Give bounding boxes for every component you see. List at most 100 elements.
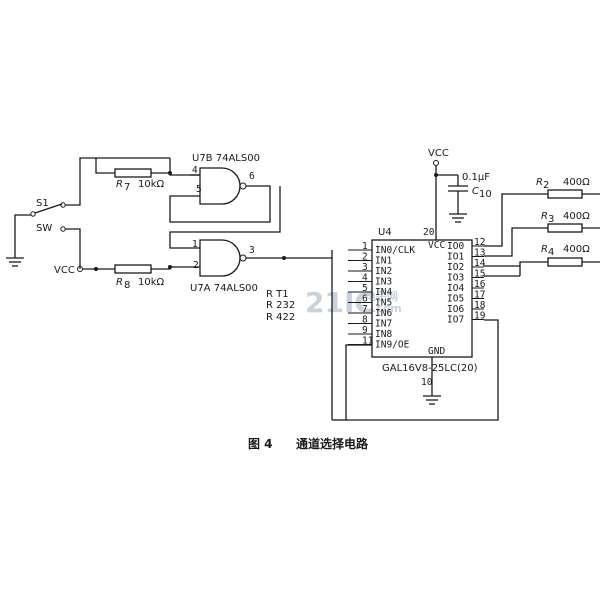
wire-io0 [484, 193, 548, 247]
vcc-left-label: VCC [54, 265, 75, 276]
cap-ref: C [472, 186, 479, 197]
switch-ref: S1 [36, 198, 49, 209]
cap-sub: 10 [479, 189, 492, 200]
u7a-pin1: 1 [192, 239, 198, 250]
u4-pin-number: 15 [474, 269, 485, 280]
u4-gnd-pin: 10 [421, 377, 433, 388]
u4-pin-name: IN8 [375, 329, 392, 340]
wire-to-r7 [95, 158, 115, 174]
u4-pin-left: 3 IN2 [348, 262, 392, 277]
switch-common [30, 211, 36, 217]
u4-pin-name: IO4 [447, 283, 464, 294]
u7b-name: U7B 74ALS00 [192, 153, 260, 164]
u7b-pin4: 4 [192, 165, 198, 176]
u7b-pin5: 5 [196, 184, 202, 195]
u4-pin-name: IO5 [447, 294, 464, 305]
switch-s1: S1 SW [14, 198, 66, 258]
signal-rt1: R T1 [266, 289, 289, 300]
wire-u7a-feedback [169, 186, 281, 249]
u4-pin-right: IO6 18 [447, 300, 486, 315]
u4-pin-number: 1 [362, 241, 368, 252]
u7b-pin6: 6 [249, 171, 255, 182]
u4-pin-name: IN9/OE [375, 340, 410, 351]
u4-pin-number: 6 [362, 294, 368, 305]
wire-io1 [484, 227, 548, 257]
u4-part: GAL16V8-25LC(20) [382, 363, 478, 374]
nand-gate-u7b: U7B 74ALS00 4 5 6 [192, 153, 260, 205]
vcc-top-terminal [433, 160, 439, 166]
switch-label: SW [36, 223, 52, 234]
u4-pin-name: IO7 [447, 315, 464, 326]
junction-u7a-out [282, 256, 286, 260]
wire-switch-bottom [65, 228, 81, 269]
r4-sub: 4 [548, 247, 554, 258]
u4-pin-number: 7 [362, 304, 368, 315]
r7-sub: 7 [124, 182, 130, 193]
u4-pin-name: IN3 [375, 277, 392, 288]
r8-value: 10kΩ [138, 277, 165, 288]
r2-ref: R [536, 177, 543, 188]
u4-pin-name: IN0/CLK [375, 245, 415, 256]
r7-value: 10kΩ [138, 179, 165, 190]
u4-pin-left: 1 IN0/CLK [348, 241, 415, 256]
u4-pin-name: IN4 [375, 287, 392, 298]
capacitor-c10: 0.1μF C 10 [448, 172, 492, 214]
u4-pin-name: IO2 [447, 262, 464, 273]
u7a-pin2: 2 [193, 260, 199, 271]
nand-gate-u7a: U7A 74ALS00 1 2 3 [190, 239, 258, 294]
r2-value: 400Ω [563, 177, 590, 188]
switch-contact-bottom [60, 226, 66, 232]
u4-pin-name: IN7 [375, 319, 392, 330]
switch-contact-top [60, 202, 66, 208]
u4-pin-name: IN6 [375, 308, 392, 319]
resistor-r4: R 4 400Ω [541, 244, 590, 267]
u4-pin-right: IO3 15 [447, 269, 485, 284]
u4-pin-name: IN1 [375, 256, 392, 267]
junction-cap [434, 173, 438, 177]
u4-pin-left: 4 IN3 [348, 273, 392, 288]
u7a-name: U7A 74ALS00 [190, 283, 258, 294]
ground-symbol-cap [449, 213, 467, 223]
ground-symbol-u4 [423, 395, 441, 405]
cap-value: 0.1μF [462, 172, 490, 183]
u4-pin-name: IN2 [375, 266, 392, 277]
u4-pin-number: 3 [362, 262, 368, 273]
figure-caption: 图 4 通道选择电路 [248, 436, 369, 451]
r4-value: 400Ω [563, 244, 590, 255]
r8-sub: 8 [124, 280, 130, 291]
u4-pin-number: 19 [474, 311, 486, 322]
u4-ref: U4 [378, 227, 392, 238]
wire-io2 [484, 261, 548, 267]
r7-ref: R [116, 179, 123, 190]
u4-vcc-label: VCC [428, 240, 445, 251]
u4-pin-name: IO6 [447, 304, 464, 315]
u4-pin-name: IO3 [447, 273, 464, 284]
caption-title: 通道选择电路 [296, 436, 369, 451]
ground-symbol-left [6, 257, 24, 267]
u4-pin-right: IO7 19 [447, 311, 486, 326]
r3-sub: 3 [548, 214, 554, 225]
u4-pin-number: 4 [362, 273, 368, 284]
u4-pin-name: IO1 [447, 252, 464, 263]
switch-lever [34, 203, 63, 214]
junction-vcc [94, 267, 98, 271]
wire-u7b-feedback [169, 185, 271, 223]
r2-sub: 2 [543, 180, 549, 191]
u7a-pin3: 3 [249, 245, 255, 256]
caption-fig-number: 图 4 [248, 437, 273, 451]
junction-r7 [168, 171, 172, 175]
u4-pin-number: 18 [474, 300, 486, 311]
watermark-sub: 电子网 [365, 289, 398, 303]
u4-pin-number: 16 [474, 279, 486, 290]
